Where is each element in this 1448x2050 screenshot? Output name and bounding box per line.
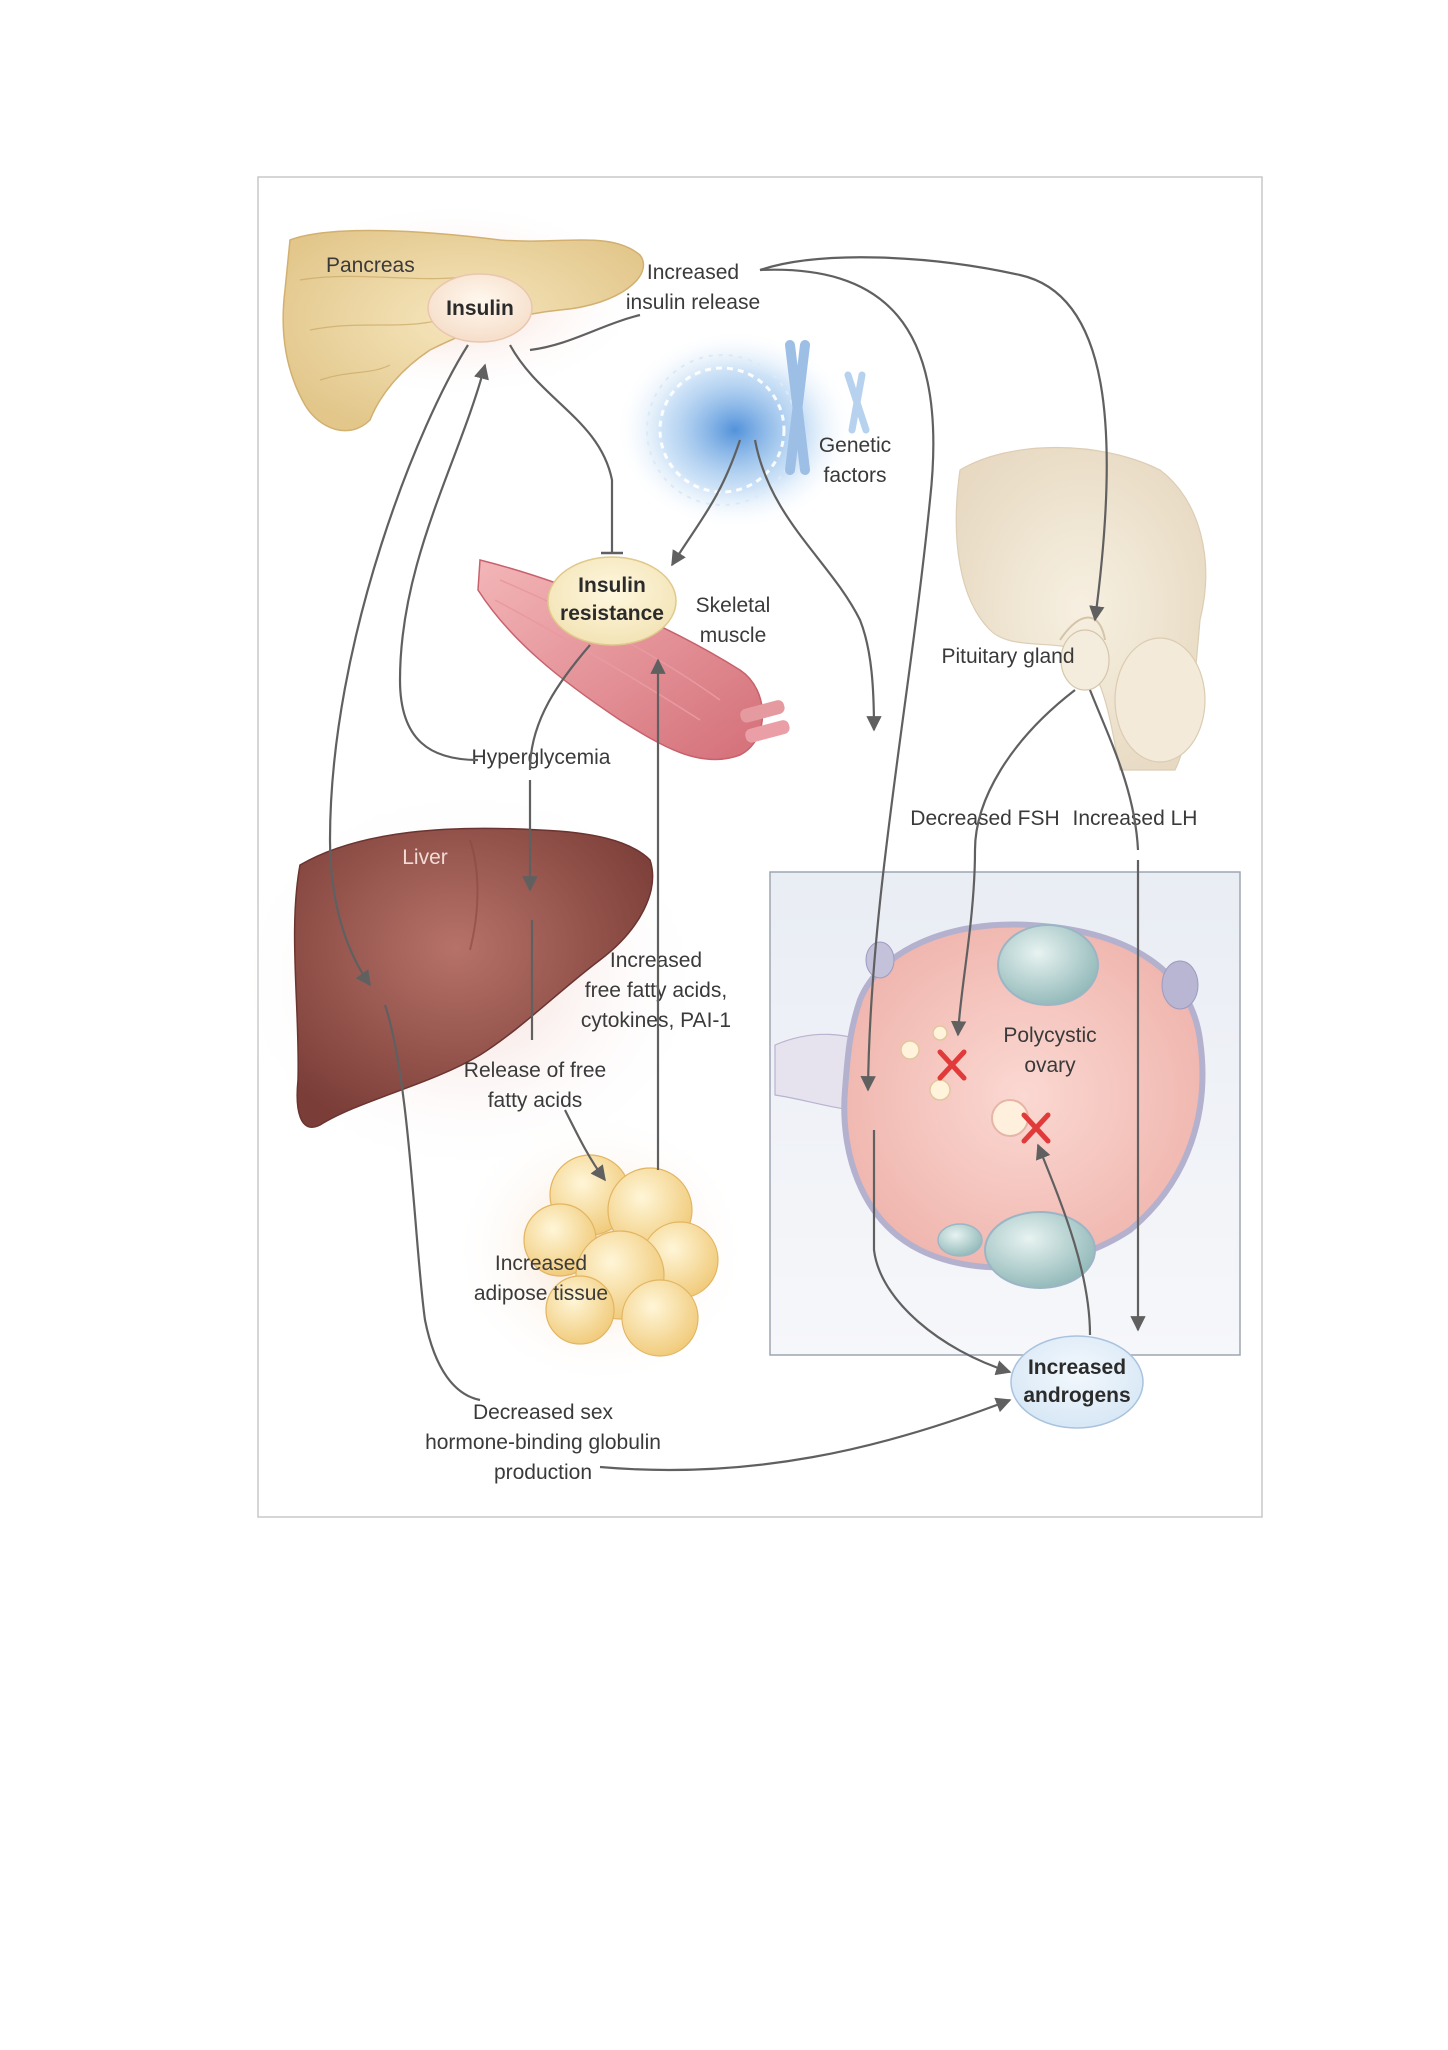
arrow-liver-to-shbg	[383, 1004, 481, 1402]
arrow-insulin-to-liver	[328, 344, 469, 987]
pituitary-gland-label: Pituitary gland	[941, 645, 1074, 668]
ffa-cytokines-label-line3: cytokines, PAI-1	[581, 1009, 731, 1032]
genetic-factors-label-line2: factors	[823, 464, 886, 487]
pituitary-brain-illustration	[955, 447, 1207, 771]
cross-mark-icon	[1021, 1112, 1051, 1144]
inhibit-insulin-to-resistance	[509, 344, 614, 553]
increased-androgens-label-line1: Increased	[1028, 1356, 1126, 1379]
increased-insulin-release-label-line1: Increased	[647, 261, 739, 284]
arrow-pituitary-to-fsh	[950, 689, 1076, 1037]
ffa-cytokines-label-line1: Increased	[610, 949, 702, 972]
polycystic-ovary-illustration	[774, 921, 1206, 1289]
arrow-insulin-to-pituitary	[759, 256, 1108, 622]
liver-label: Liver	[402, 846, 448, 869]
arrow-insulin-to-androgens	[872, 1130, 1012, 1376]
release-ffa-label-line1: Release of free	[464, 1059, 606, 1082]
polycystic-ovary-label-line1: Polycystic	[1003, 1024, 1096, 1047]
arrow-insulin-to-ovary	[759, 268, 935, 1092]
arrow-genetic-to-ovary	[753, 439, 882, 732]
genetic-factors-label-line1: Genetic	[819, 434, 891, 457]
hyperglycemia-label: Hyperglycemia	[472, 746, 611, 769]
insulin-label: Insulin	[446, 297, 514, 320]
shbg-label-line1: Decreased sex	[473, 1401, 614, 1424]
pathway-arrows	[328, 256, 1146, 1472]
arrow-androgens-to-follicle	[1035, 1143, 1092, 1336]
shbg-label-line2: hormone-binding globulin	[425, 1431, 661, 1454]
insulin-resistance-label-line2: resistance	[560, 602, 664, 625]
arrow-resistance-to-hyperglycemia	[528, 644, 591, 771]
adipose-tissue-label-line1: Increased	[495, 1252, 587, 1275]
arrow-genetic-to-resistance	[671, 439, 742, 567]
increased-androgens-label-line2: androgens	[1023, 1384, 1130, 1407]
shbg-label-line3: production	[494, 1461, 592, 1484]
polycystic-ovary-label-line2: ovary	[1024, 1054, 1076, 1077]
increased-insulin-release-label-line2: insulin release	[626, 291, 760, 314]
pancreas-label: Pancreas	[326, 254, 415, 277]
liver-illustration	[230, 780, 710, 1180]
arrow-hyperglycemia-to-insulin	[398, 363, 489, 762]
insulin-node	[427, 273, 533, 343]
skeletal-muscle-label-line1: Skeletal	[696, 594, 771, 617]
cross-mark-icon	[937, 1049, 967, 1081]
increased-androgens-node	[1010, 1335, 1144, 1429]
dna-chromosome-illustration	[615, 330, 870, 530]
ffa-cytokines-label-line2: free fatty acids,	[585, 979, 727, 1002]
release-ffa-label-line2: fatty acids	[488, 1089, 583, 1112]
arrow-shbg-to-androgens	[599, 1397, 1012, 1472]
arrow-pituitary-to-lh	[1088, 689, 1140, 851]
adipose-tissue-illustration	[450, 1110, 750, 1390]
arrow-ffa-to-adipose	[564, 1109, 606, 1182]
insulin-resistance-node	[547, 556, 677, 646]
skeletal-muscle-label-line2: muscle	[700, 624, 767, 647]
insulin-resistance-label-line1: Insulin	[578, 574, 646, 597]
decreased-fsh-label: Decreased FSH	[910, 807, 1059, 830]
adipose-tissue-label-line2: adipose tissue	[474, 1282, 608, 1305]
arrow-insulin-release-line	[529, 313, 641, 352]
